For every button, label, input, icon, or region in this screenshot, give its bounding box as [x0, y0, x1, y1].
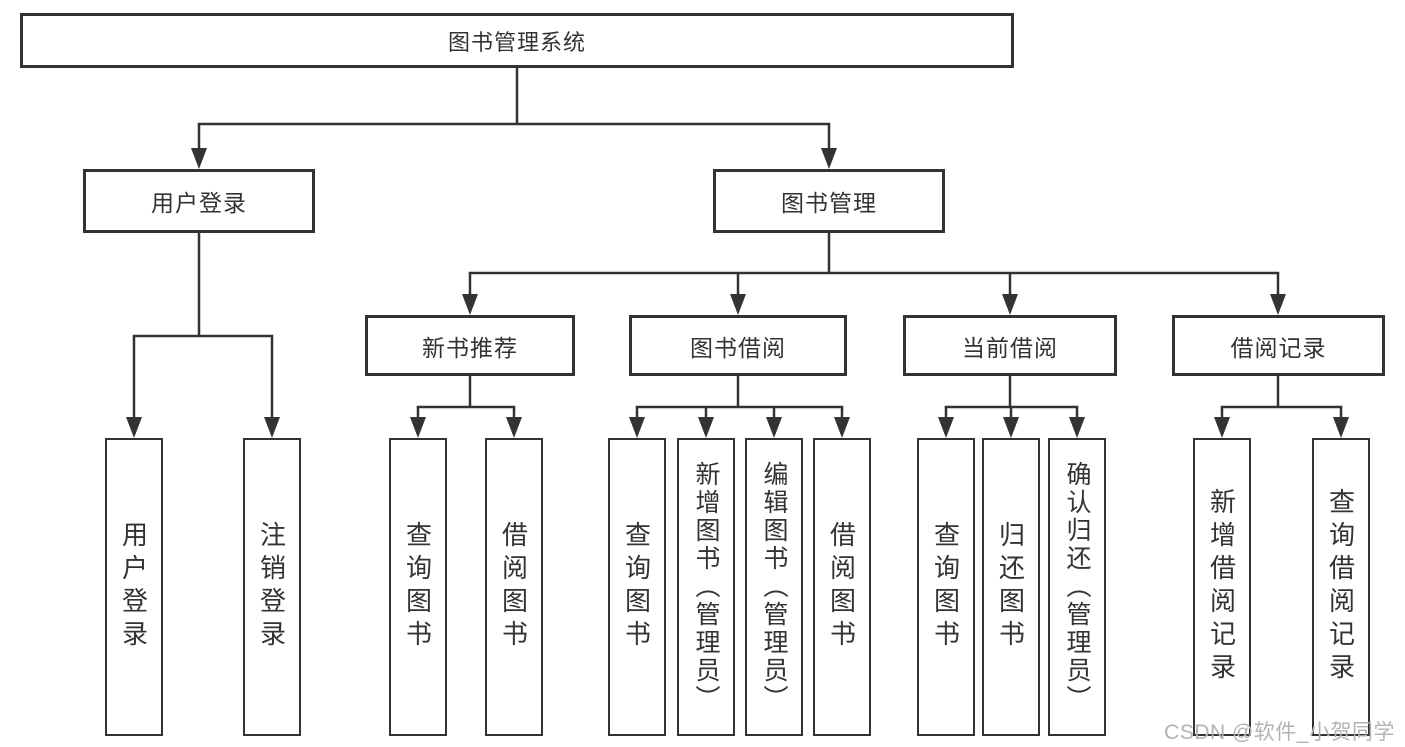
- node-label: 查询图书: [930, 521, 961, 653]
- node-new-book-recommend: 新书推荐: [365, 315, 575, 376]
- node-book-borrowing: 图书借阅: [629, 315, 847, 376]
- node-label: 新书推荐: [422, 334, 518, 361]
- node-label: 注销登录: [256, 521, 287, 653]
- node-label: 借阅图书: [826, 521, 857, 653]
- leaf-user-login: 用户登录: [105, 438, 163, 736]
- node-current-borrowing: 当前借阅: [903, 315, 1117, 376]
- leaf-current-return-books: 归还图书: [982, 438, 1040, 736]
- leaf-current-query-books: 查询图书: [917, 438, 975, 736]
- leaf-borrowing-borrow-books: 借阅图书: [813, 438, 871, 736]
- node-label: 借阅图书: [498, 521, 529, 653]
- node-label: 借阅记录: [1230, 334, 1327, 361]
- node-label: 新增图书（管理员）: [692, 461, 720, 713]
- node-borrowing-records: 借阅记录: [1172, 315, 1385, 376]
- node-book-management: 图书管理: [713, 169, 945, 233]
- csdn-watermark: CSDN @软件_小贺同学: [1164, 721, 1395, 744]
- node-label: 图书借阅: [690, 334, 786, 361]
- node-library-management-system: 图书管理系统: [20, 13, 1014, 68]
- leaf-logout: 注销登录: [243, 438, 301, 736]
- node-label: 当前借阅: [962, 334, 1058, 361]
- node-label: 确认归还（管理员）: [1063, 461, 1091, 713]
- node-label: 用户登录: [151, 190, 247, 216]
- node-label: 查询图书: [621, 521, 652, 653]
- node-label: 图书管理系统: [447, 29, 586, 55]
- node-user-login: 用户登录: [83, 169, 315, 233]
- node-label: 用户登录: [118, 521, 149, 653]
- node-label: 图书管理: [781, 190, 877, 216]
- leaf-recommend-borrow-books: 借阅图书: [485, 438, 543, 736]
- leaf-current-confirm-return-admin: 确认归还（管理员）: [1048, 438, 1106, 736]
- leaf-borrowing-add-book-admin: 新增图书（管理员）: [677, 438, 735, 736]
- leaf-borrowing-query-books: 查询图书: [608, 438, 666, 736]
- leaf-records-add-borrow-record: 新增借阅记录: [1193, 438, 1251, 736]
- node-label: 查询图书: [402, 521, 433, 653]
- node-label: 归还图书: [995, 521, 1026, 653]
- leaf-recommend-query-books: 查询图书: [389, 438, 447, 736]
- leaf-records-query-borrow-record: 查询借阅记录: [1312, 438, 1370, 736]
- node-label: 查询借阅记录: [1325, 488, 1356, 686]
- node-label: 编辑图书（管理员）: [760, 461, 788, 713]
- leaf-borrowing-edit-book-admin: 编辑图书（管理员）: [745, 438, 803, 736]
- node-label: 新增借阅记录: [1206, 488, 1237, 686]
